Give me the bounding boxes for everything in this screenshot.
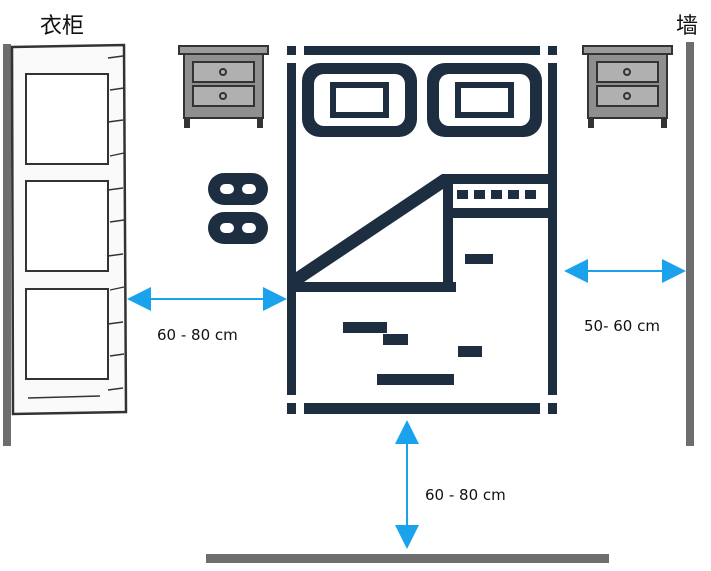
wall-label: 墙 — [676, 14, 699, 39]
nightstand-icon — [178, 45, 269, 128]
left-clearance-label: 60 - 80 cm — [157, 326, 238, 344]
wardrobe-label: 衣柜 — [40, 14, 85, 39]
slippers-icon — [208, 173, 268, 244]
right-wall — [686, 42, 694, 446]
wardrobe-icon — [10, 43, 128, 416]
foot-wall — [206, 554, 609, 563]
double-arrow-icon — [564, 259, 686, 283]
double-arrow-icon — [395, 420, 419, 549]
nightstand-icon — [582, 45, 673, 128]
left-wall — [3, 44, 11, 446]
double-bed-icon — [287, 46, 557, 414]
double-arrow-icon — [127, 287, 287, 311]
foot-clearance-label: 60 - 80 cm — [425, 486, 506, 504]
right-clearance-label: 50- 60 cm — [584, 317, 660, 335]
